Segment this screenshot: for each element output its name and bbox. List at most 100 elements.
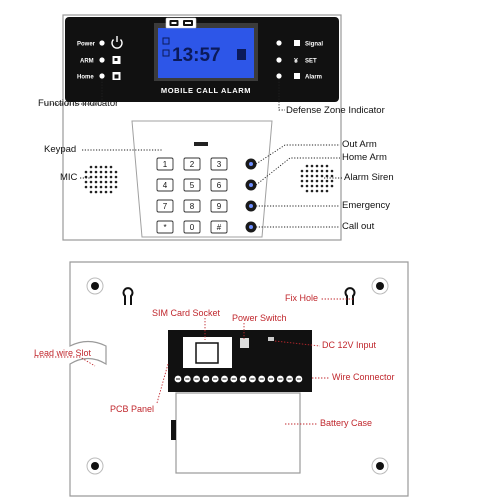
key-label: 7 xyxy=(163,202,168,211)
speaker-hole xyxy=(325,189,329,193)
mic-hole xyxy=(89,185,93,189)
key-label: 8 xyxy=(190,202,195,211)
key-8[interactable]: 8 xyxy=(183,199,201,213)
key-6[interactable]: 6 xyxy=(210,178,228,192)
speaker-hole xyxy=(300,184,304,188)
mic-hole xyxy=(94,165,98,169)
mic-hole xyxy=(94,170,98,174)
key-star[interactable]: * xyxy=(156,220,174,234)
key-2[interactable]: 2 xyxy=(183,157,201,171)
key-0[interactable]: 0 xyxy=(183,220,201,234)
speaker-hole xyxy=(315,174,319,178)
screw-hole-center xyxy=(91,282,99,290)
mic-hole xyxy=(84,185,88,189)
mic-hole xyxy=(99,165,103,169)
mic-hole xyxy=(104,190,108,194)
key-label: 2 xyxy=(190,160,195,169)
mic-hole xyxy=(94,190,98,194)
speaker-hole xyxy=(330,179,334,183)
fix-hole-left xyxy=(122,287,134,305)
emergency-button-light xyxy=(249,204,253,208)
mic-hole xyxy=(99,185,103,189)
battery-case-latch xyxy=(171,420,176,440)
mic-hole xyxy=(109,185,113,189)
call-out-label: Call out xyxy=(342,221,375,232)
speaker-hole xyxy=(320,189,324,193)
key-7[interactable]: 7 xyxy=(156,199,174,213)
key-3[interactable]: 3 xyxy=(210,157,228,171)
signal-bar-icon xyxy=(294,40,300,46)
speaker-hole xyxy=(330,174,334,178)
mic-hole xyxy=(114,175,118,179)
speaker-hole xyxy=(310,184,314,188)
key-9[interactable]: 9 xyxy=(210,199,228,213)
pcb-panel-label: PCB Panel xyxy=(110,404,155,414)
key-cap xyxy=(183,157,201,171)
mic-hole xyxy=(109,175,113,179)
key-cap xyxy=(183,220,201,234)
speaker-hole xyxy=(320,164,324,168)
key-label: 9 xyxy=(217,202,222,211)
mic-hole xyxy=(89,190,93,194)
mic-hole xyxy=(84,170,88,174)
key-4[interactable]: 4 xyxy=(156,178,174,192)
speaker-hole xyxy=(320,179,324,183)
key-hash[interactable]: # xyxy=(210,220,228,234)
mic-hole xyxy=(84,180,88,184)
power-switch[interactable] xyxy=(240,338,249,348)
lcd-signal-block xyxy=(237,49,246,60)
speaker-hole xyxy=(300,179,304,183)
lead-wire-slot-leader xyxy=(34,356,96,367)
fix-hole-right xyxy=(344,287,356,305)
mic-hole xyxy=(99,180,103,184)
dc-12v-input-label: DC 12V Input xyxy=(322,340,377,350)
keypad-label: Keypad xyxy=(44,144,77,155)
keypad-housing xyxy=(131,120,273,238)
front-leader-lines xyxy=(45,79,342,228)
defense-zone-indicator-label: Defense Zone Indicator xyxy=(286,105,385,116)
mic-hole xyxy=(89,170,93,174)
home-arm-label: Home Arm xyxy=(342,152,387,163)
home-indicator-led xyxy=(99,73,105,79)
arm-lock-icon xyxy=(112,56,121,64)
speaker-hole xyxy=(315,184,319,188)
mic-hole xyxy=(109,165,113,169)
arm-indicator-led xyxy=(99,57,105,63)
speaker-hole xyxy=(300,169,304,173)
call-out-button-light xyxy=(249,225,253,229)
speaker-hole xyxy=(305,164,309,168)
out-arm-label: Out Arm xyxy=(342,139,377,150)
speaker-hole xyxy=(315,189,319,193)
dc-input-jack xyxy=(268,337,274,341)
sim-card-slot xyxy=(195,342,219,364)
screw-hole-center xyxy=(376,282,384,290)
alarm-label: Alarm xyxy=(305,75,322,81)
mic-hole xyxy=(89,165,93,169)
wire-connector-label: Wire Connector xyxy=(332,372,395,382)
mic-grille xyxy=(84,165,118,194)
set-label: SET xyxy=(305,59,317,65)
mic-hole xyxy=(104,185,108,189)
key-label: * xyxy=(163,223,166,232)
key-label: 3 xyxy=(217,160,222,169)
key-1[interactable]: 1 xyxy=(156,157,174,171)
mic-hole xyxy=(104,175,108,179)
lead-wire-slot-label: Lead wire Slot xyxy=(34,348,92,358)
key-5[interactable]: 5 xyxy=(183,178,201,192)
alarm-indicator-led xyxy=(276,73,282,79)
back-screw-holes xyxy=(86,277,389,475)
speaker-hole xyxy=(300,174,304,178)
key-cap xyxy=(156,178,174,192)
speaker-hole xyxy=(325,164,329,168)
speaker-hole xyxy=(330,169,334,173)
function-buttons xyxy=(245,158,257,233)
key-cap xyxy=(210,178,228,192)
mic-hole xyxy=(89,175,93,179)
key-label: # xyxy=(217,223,222,232)
key-label: 0 xyxy=(190,223,195,232)
fix-holes xyxy=(122,287,356,305)
front-view: Power ARM Home xyxy=(45,14,342,241)
alarm-bell-icon xyxy=(294,73,300,79)
out-arm-button-light xyxy=(249,162,253,166)
signal-label: Signal xyxy=(305,42,323,48)
